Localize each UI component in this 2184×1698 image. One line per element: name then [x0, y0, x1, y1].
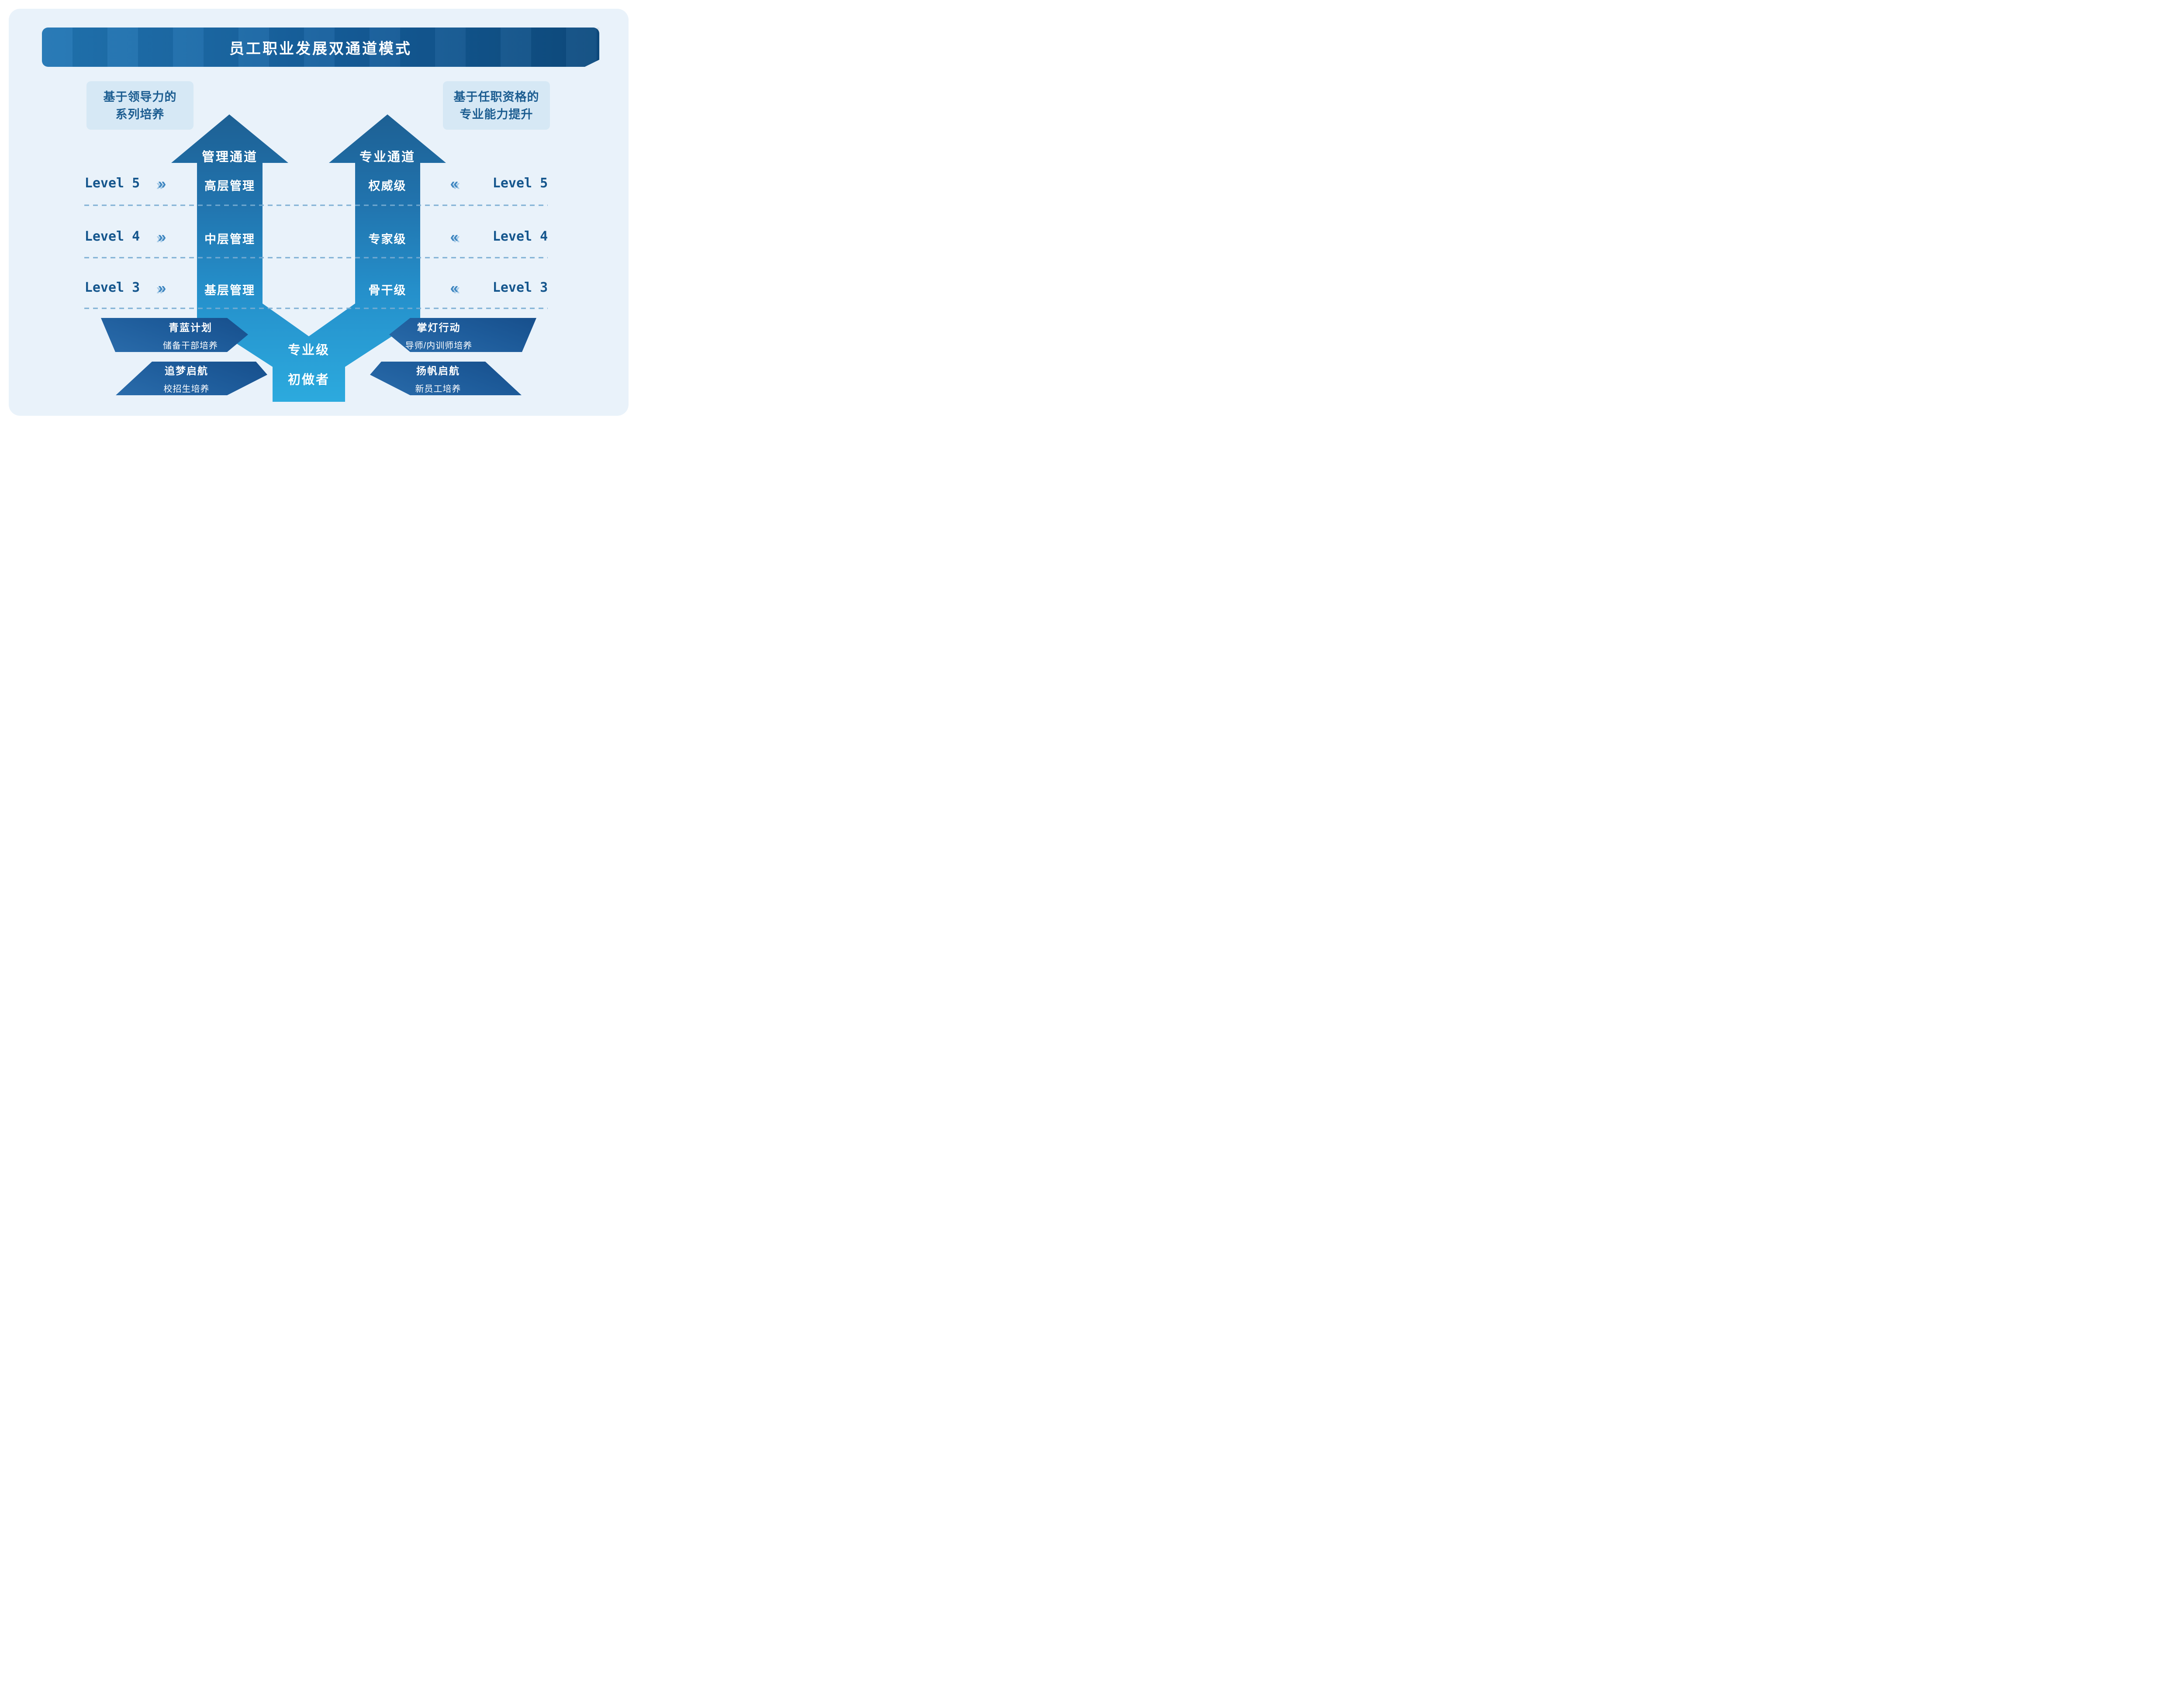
right-level-3-caption: Level 3	[492, 280, 548, 295]
chevron-right-icon: »	[158, 176, 166, 192]
right-level-5-caption: Level 5	[492, 176, 548, 191]
chevron-left-icon: «	[450, 229, 459, 245]
page-title: 员工职业发展双通道模式	[229, 40, 412, 57]
qualification-note-line1: 基于任职资格的	[453, 90, 539, 104]
program-subtitle: 校招生培养	[163, 384, 210, 394]
management-channel-label: 管理通道	[201, 150, 258, 164]
program-subtitle: 储备干部培养	[163, 341, 218, 351]
management-level-4-label: 中层管理	[204, 233, 255, 246]
chevron-left-icon: «	[450, 176, 459, 192]
management-level-3-label: 基层管理	[204, 284, 255, 297]
leadership-note-box: 基于领导力的 系列培养	[86, 81, 194, 130]
leadership-note-line1: 基于领导力的	[103, 90, 177, 104]
chevron-right-icon: »	[158, 280, 166, 297]
professional-channel-label: 专业通道	[359, 150, 415, 164]
level-dashed-separators	[84, 204, 548, 309]
stem-beginner-label: 初做者	[287, 373, 330, 387]
diagram-stage: 员工职业发展双通道模式 基于领导力的 系列培养 基于任职资格的 专业能力提升 管…	[0, 0, 637, 424]
management-level-5-label: 高层管理	[204, 179, 255, 193]
program-banner-qinglan: 青蓝计划 储备干部培养	[101, 318, 248, 352]
qualification-note-box: 基于任职资格的 专业能力提升	[443, 81, 550, 130]
program-title: 青蓝计划	[169, 321, 212, 333]
left-level-3-caption: Level 3	[84, 280, 140, 295]
left-level-4-caption: Level 4	[84, 229, 140, 244]
qualification-note-line2: 专业能力提升	[460, 107, 533, 121]
right-level-4-caption: Level 4	[492, 229, 548, 244]
left-level-5-caption: Level 5	[84, 176, 140, 191]
professional-level-4-label: 专家级	[368, 233, 407, 246]
chevron-left-icon: «	[450, 280, 459, 297]
program-title: 扬帆启航	[416, 365, 460, 376]
leadership-note-line2: 系列培养	[115, 107, 165, 121]
professional-level-3-label: 骨干级	[368, 284, 407, 297]
stem-professional-entry-label: 专业级	[287, 343, 330, 357]
program-title: 掌灯行动	[417, 321, 461, 333]
chevron-right-icon: »	[158, 229, 166, 245]
dual-channel-arrows-graphic	[84, 114, 548, 402]
program-title: 追梦启航	[165, 365, 208, 376]
program-banner-zhangdeng: 掌灯行动 导师/内训师培养	[389, 318, 536, 352]
program-subtitle: 新员工培养	[415, 384, 461, 394]
program-subtitle: 导师/内训师培养	[405, 341, 473, 351]
professional-level-5-label: 权威级	[368, 179, 407, 193]
title-banner: 员工职业发展双通道模式	[42, 28, 599, 67]
